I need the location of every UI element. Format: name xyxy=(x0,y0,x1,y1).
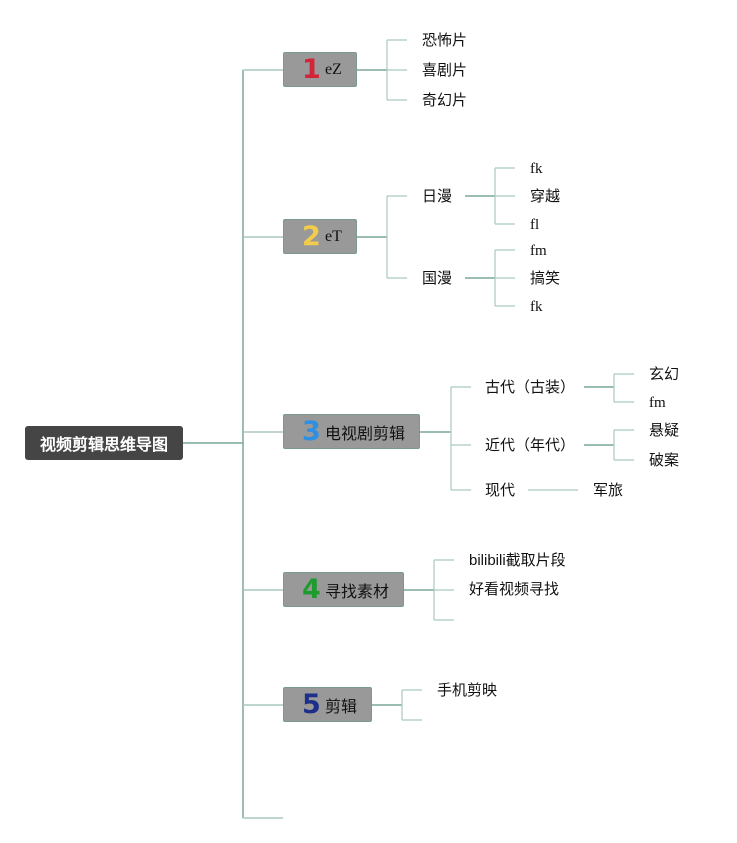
branch-node-1[interactable]: 1 eZ xyxy=(283,52,357,87)
leaf-label[interactable]: 手机剪映 xyxy=(437,682,498,699)
branch-label: 寻找素材 xyxy=(325,583,390,601)
branch-node-4[interactable]: 4 寻找素材 xyxy=(283,572,404,607)
leaf-label[interactable]: 喜剧片 xyxy=(422,62,468,79)
branch-node-5[interactable]: 5 剪辑 xyxy=(283,687,372,722)
branch-label: 电视剧剪辑 xyxy=(325,425,406,443)
leaf-label[interactable]: 悬疑 xyxy=(649,422,680,439)
leaf-label[interactable]: 玄幻 xyxy=(649,366,680,383)
branch-label: eT xyxy=(325,227,342,245)
leaf-label[interactable]: fk xyxy=(530,299,543,315)
leaf-label[interactable]: 破案 xyxy=(649,452,680,469)
root-node[interactable]: 视频剪辑思维导图 xyxy=(25,426,183,460)
subtopic-label[interactable]: 近代（年代） xyxy=(485,437,576,454)
subtopic-label[interactable]: 现代 xyxy=(485,482,516,499)
subtopic-label[interactable]: 国漫 xyxy=(422,270,453,287)
number-3-icon: 3 xyxy=(302,416,321,447)
leaf-label[interactable]: 穿越 xyxy=(530,188,561,205)
branch-node-2[interactable]: 2 eT xyxy=(283,219,357,254)
leaf-label[interactable]: 好看视频寻找 xyxy=(469,581,560,598)
subtopic-label[interactable]: 日漫 xyxy=(422,188,453,205)
leaf-label[interactable]: fl xyxy=(530,217,540,233)
number-5-icon: 5 xyxy=(302,689,321,720)
leaf-label[interactable]: fm xyxy=(649,395,666,411)
leaf-label[interactable]: 搞笑 xyxy=(530,270,561,287)
branch-node-3[interactable]: 3 电视剧剪辑 xyxy=(283,414,420,449)
number-2-icon: 2 xyxy=(302,221,321,252)
leaf-label[interactable]: 军旅 xyxy=(593,482,624,499)
number-4-icon: 4 xyxy=(302,574,321,605)
branch-label: eZ xyxy=(325,60,342,78)
leaf-label[interactable]: fm xyxy=(530,243,547,259)
leaf-label[interactable]: 奇幻片 xyxy=(422,92,468,109)
leaf-label[interactable]: bilibili截取片段 xyxy=(469,552,566,569)
leaf-label[interactable]: fk xyxy=(530,161,543,177)
branch-label: 剪辑 xyxy=(325,698,358,716)
subtopic-label[interactable]: 古代（古装） xyxy=(485,379,576,396)
number-1-icon: 1 xyxy=(302,54,321,85)
leaf-label[interactable]: 恐怖片 xyxy=(422,32,468,49)
